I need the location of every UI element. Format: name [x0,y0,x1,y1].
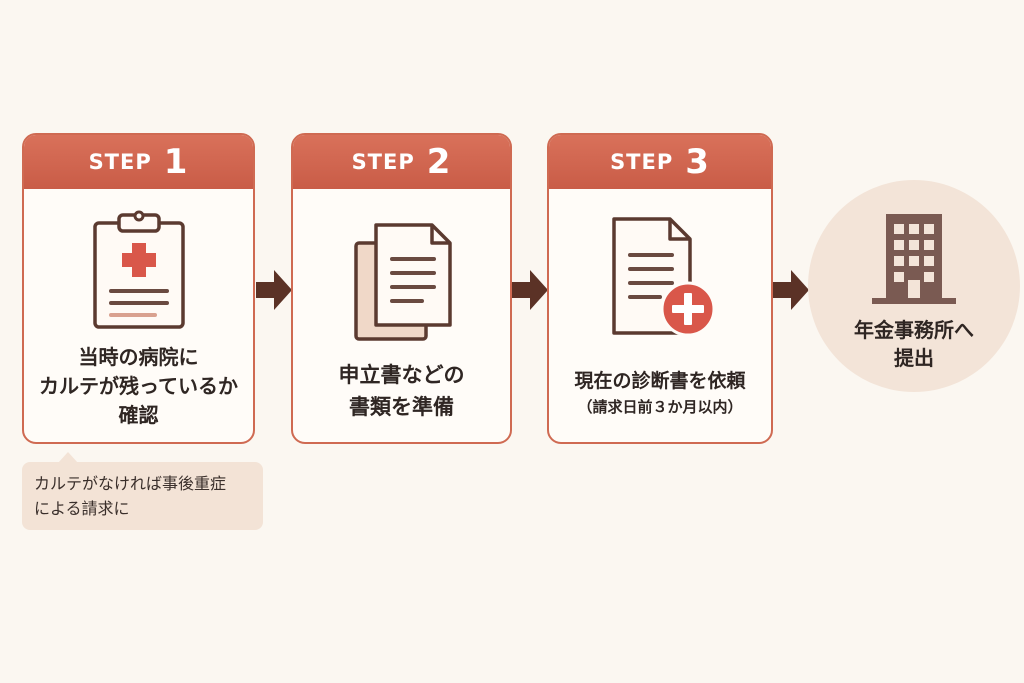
step-3-text: 現在の診断書を依頼 （請求日前３か月以内） [549,367,771,419]
destination-text: 年金事務所へ 提出 [808,316,1020,372]
step-1-text: 当時の病院に カルテが残っているか 確認 [24,343,253,430]
destination-circle: 年金事務所へ 提出 [808,180,1020,392]
step-1-text-line: 当時の病院に [78,345,199,369]
step-3-card: STEP 3 現在の診断書を依頼 （請求日前３か月以内） [547,133,773,444]
step-2-label: STEP [351,150,415,174]
step-1-card: STEP 1 当時の病院に カルテが残っているか 確認 [22,133,255,444]
step-1-label: STEP [88,150,152,174]
step-3-header: STEP 3 [549,135,771,189]
step-1-text-line: カルテが残っているか [39,374,238,398]
step-3-subtext: （請求日前３か月以内） [577,398,743,416]
destination-text-line: 提出 [894,346,934,370]
step-2-header: STEP 2 [293,135,510,189]
step-2-card: STEP 2 申立書などの 書類を準備 [291,133,512,444]
step-1-header: STEP 1 [24,135,253,189]
step-3-number: 3 [685,142,710,182]
arrow-right-icon [773,270,809,310]
step-1-text-line: 確認 [118,403,159,427]
note-pointer [58,452,78,463]
arrow-right-icon [512,270,548,310]
office-building-icon [808,210,1020,306]
step-3-text-line: 現在の診断書を依頼 [574,370,746,392]
step-1-number: 1 [163,142,189,182]
step-2-text-line: 申立書などの [338,363,465,387]
document-plus-icon [549,215,771,341]
step-3-label: STEP [610,150,674,174]
step-2-text: 申立書などの 書類を準備 [293,359,510,423]
documents-icon [293,221,510,345]
note-line: による請求に [34,499,130,518]
arrow-right-icon [256,270,292,310]
destination-text-line: 年金事務所へ [854,318,974,342]
step-2-text-line: 書類を準備 [349,395,454,419]
note-line: カルテがなければ事後重症 [34,474,227,493]
note-box: カルテがなければ事後重症 による請求に [22,462,263,530]
clipboard-medical-icon [24,209,253,331]
step-2-number: 2 [426,142,452,182]
